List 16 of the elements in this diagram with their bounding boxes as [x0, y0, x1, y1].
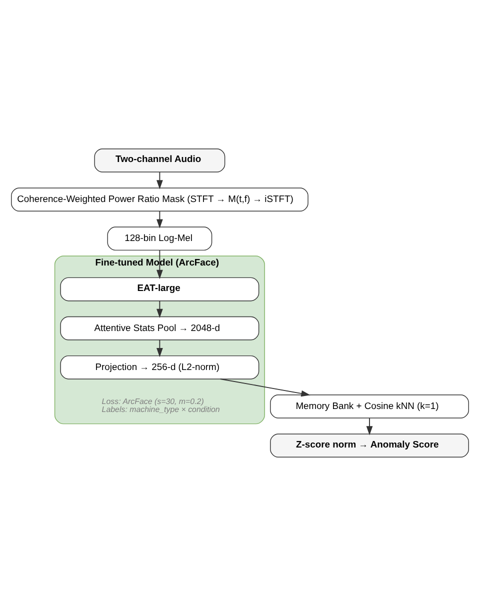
- arrow: [156, 338, 163, 357]
- node-box: EAT-large: [60, 276, 260, 301]
- node-box: Two-channel Audio: [94, 148, 226, 172]
- node-box: 128-bin Log-Mel: [107, 226, 212, 250]
- node-box: Attentive Stats Pool → 2048-d: [60, 316, 260, 340]
- arrow: [220, 378, 310, 396]
- arrow: [366, 417, 373, 435]
- node-box: Projection → 256-d (L2-norm): [60, 354, 260, 379]
- label: Loss: ArcFace (s=30, m=0.2): [102, 396, 204, 406]
- node-box: Memory Bank + Cosine kNN (k=1): [270, 394, 469, 418]
- label: Labels: machine_type × condition: [102, 404, 220, 414]
- arrow: [156, 171, 163, 189]
- node-box: Z-score norm → Anomaly Score: [270, 433, 469, 457]
- node-box: Coherence-Weighted Power Ratio Mask (STFT → M(t,f) → iSTFT): [11, 187, 308, 211]
- arrow: [156, 300, 163, 318]
- arrow: [156, 210, 163, 228]
